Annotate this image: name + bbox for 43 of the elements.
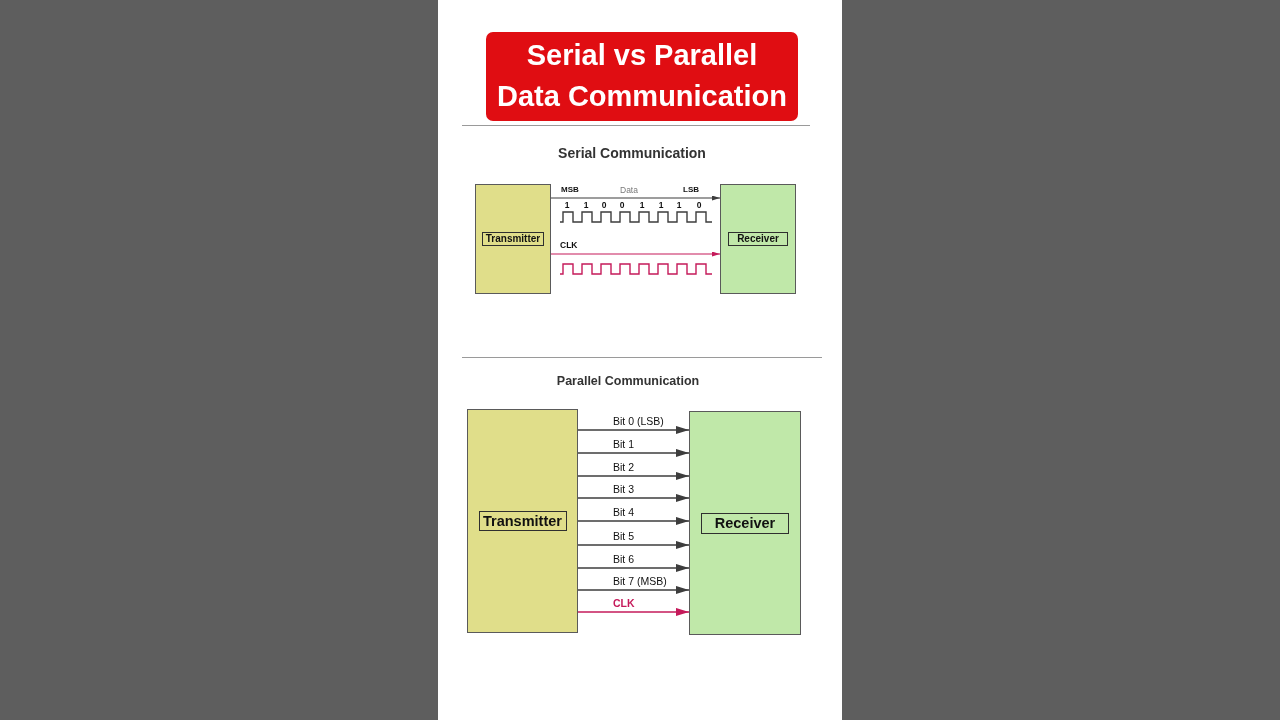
device-label: Receiver [701, 512, 789, 534]
arrow [577, 540, 690, 550]
edge-label: Bit 1 [612, 438, 635, 451]
device-box [467, 409, 578, 633]
title-banner: Serial vs Parallel Data Communication [486, 32, 798, 121]
arrow [577, 471, 690, 481]
arrow [577, 493, 690, 503]
edge-label: Bit 3 [612, 483, 635, 496]
bit-value: 0 [696, 200, 702, 211]
bit-value: 1 [639, 200, 645, 211]
section-heading: Serial Communication [558, 145, 706, 161]
arrow [577, 516, 690, 526]
bit-order-label: MSB [561, 185, 579, 195]
edge-label: Bit 0 (LSB) [612, 415, 665, 428]
bit-value: 0 [619, 200, 625, 211]
bit-value: 1 [658, 200, 664, 211]
bit-value: 0 [601, 200, 607, 211]
section-heading: Parallel Communication [556, 374, 700, 389]
arrow [577, 425, 690, 435]
edge-label: CLK [612, 597, 636, 610]
device-box [720, 184, 796, 294]
bit-value: 1 [583, 200, 589, 211]
arrow [550, 195, 721, 201]
device-box [689, 411, 801, 635]
edge-label: Bit 7 (MSB) [612, 575, 668, 588]
edge-label: Bit 6 [612, 553, 635, 566]
edge-label: Bit 2 [612, 461, 635, 474]
arrow [577, 585, 690, 595]
device-label: Transmitter [481, 232, 545, 246]
edge-label: Data [619, 185, 639, 196]
arrow [550, 251, 721, 257]
device-label: Receiver [728, 232, 788, 246]
arrow [577, 448, 690, 458]
edge-label: Bit 4 [612, 506, 635, 519]
edge-label: Bit 5 [612, 530, 635, 543]
edge-label: CLK [559, 240, 579, 251]
arrow [577, 563, 690, 573]
device-box [475, 184, 551, 294]
bit-value: 1 [676, 200, 682, 211]
arrow [577, 607, 690, 617]
bit-value: 1 [564, 200, 570, 211]
bit-order-label: LSB [683, 185, 699, 195]
device-label: Transmitter [478, 511, 567, 531]
